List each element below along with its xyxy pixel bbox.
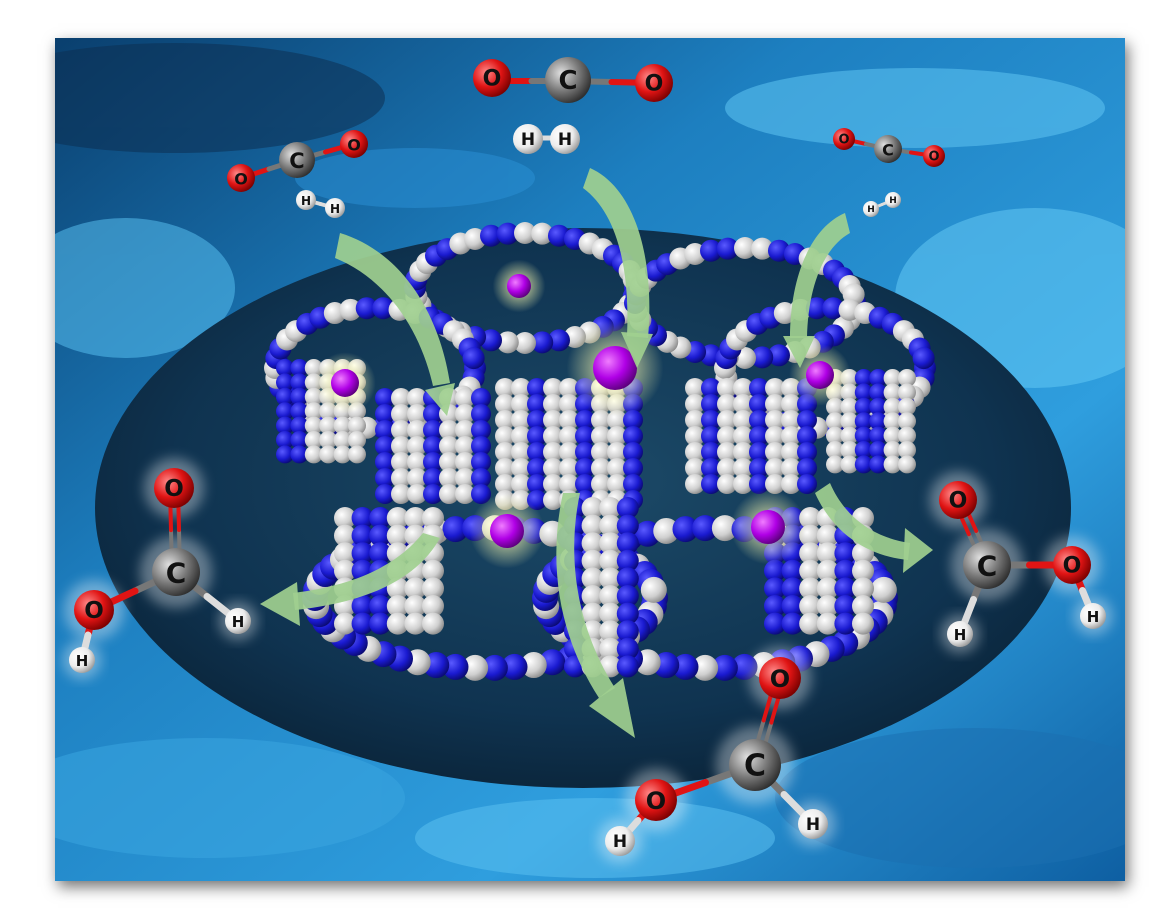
oxygen-atom	[227, 164, 255, 192]
carbon-atom	[874, 135, 902, 163]
atom-label: O	[483, 67, 502, 92]
atom-label: H	[558, 130, 572, 150]
metal-site	[593, 346, 637, 390]
hcooh-product-left: O O H H C	[62, 458, 258, 680]
atom-label: O	[770, 665, 790, 693]
atom-label: H	[521, 130, 535, 150]
metal-site	[751, 510, 785, 544]
hydrogen-atom	[69, 647, 95, 673]
curved-arrow-out-icon	[293, 533, 440, 610]
atom-label: C	[744, 749, 766, 784]
metal-site	[806, 361, 834, 389]
hydrogen-atom	[885, 192, 901, 208]
carbon-atom	[963, 541, 1011, 589]
hydrogen-atom	[798, 809, 828, 839]
metal-site	[331, 369, 359, 397]
carbon-atom	[152, 548, 200, 596]
oxygen-atom	[759, 657, 801, 699]
atom-label: O	[164, 476, 184, 502]
atom-label: H	[76, 652, 89, 670]
curved-arrow-out-icon	[556, 493, 615, 698]
hydrogen-atom	[225, 608, 251, 634]
co2-h2-reactant-right: O C O H H	[833, 128, 945, 217]
oxygen-atom	[1053, 546, 1091, 584]
oxygen-atom	[635, 64, 673, 102]
oxygen-atom	[74, 590, 114, 630]
co2-h2-reactant-left: O C O H H	[227, 130, 368, 218]
atom-label: O	[838, 133, 849, 148]
atom-label: C	[289, 149, 304, 173]
water-texture	[55, 43, 1125, 878]
oxygen-atom	[923, 145, 945, 167]
atom-label: H	[806, 815, 820, 835]
carbon-atom	[279, 142, 315, 178]
atom-label: H	[867, 205, 875, 215]
atom-label: H	[889, 196, 897, 206]
framework-block	[685, 378, 817, 494]
curved-arrow-in-icon	[583, 168, 650, 338]
oxygen-atom	[833, 128, 855, 150]
atom-label: O	[949, 489, 968, 514]
hydrogen-atom	[325, 198, 345, 218]
atom-label: O	[928, 150, 939, 165]
framework-block	[375, 388, 491, 504]
hydrogen-atom	[863, 201, 879, 217]
oxygen-atom	[154, 468, 194, 508]
atom-label: C	[166, 557, 187, 590]
oxygen-atom	[635, 779, 677, 821]
atom-label: H	[613, 832, 627, 852]
atom-label: H	[954, 626, 967, 644]
metal-site	[507, 274, 531, 298]
atom-label: H	[330, 202, 340, 216]
hydrogen-atom	[605, 826, 635, 856]
atom-label: O	[645, 72, 664, 97]
atom-label: O	[1063, 554, 1082, 579]
atom-label: H	[232, 613, 245, 631]
atom-label: H	[1087, 608, 1100, 626]
hydrogen-atom	[947, 621, 973, 647]
hydrogen-atom	[513, 124, 543, 154]
atom-label: C	[977, 550, 998, 583]
carbon-atom	[729, 739, 781, 791]
atom-label: O	[234, 170, 248, 189]
hydrogen-atom	[550, 124, 580, 154]
oxygen-atom	[340, 130, 368, 158]
atom-label: H	[301, 194, 311, 208]
hydrogen-atom	[296, 190, 316, 210]
hydrogen-atom	[1080, 603, 1106, 629]
framework-block	[276, 359, 366, 464]
atom-label: O	[347, 136, 361, 155]
reaction-arrows	[260, 168, 933, 738]
co2-h2-reactant-top: O C O H H	[473, 57, 673, 154]
atom-label: C	[882, 141, 894, 160]
atom-label: C	[558, 66, 577, 96]
oxygen-atom	[473, 59, 511, 97]
oxygen-atom	[939, 481, 977, 519]
curved-arrow-in-icon	[790, 213, 850, 338]
atom-label: O	[646, 787, 666, 815]
curved-arrow-in-icon	[335, 233, 450, 386]
metal-site	[490, 514, 524, 548]
carbon-atom	[545, 57, 591, 103]
atom-label: O	[84, 598, 104, 624]
hcooh-product-right: O O H H C	[929, 471, 1113, 654]
curved-arrow-out-icon	[815, 483, 910, 560]
